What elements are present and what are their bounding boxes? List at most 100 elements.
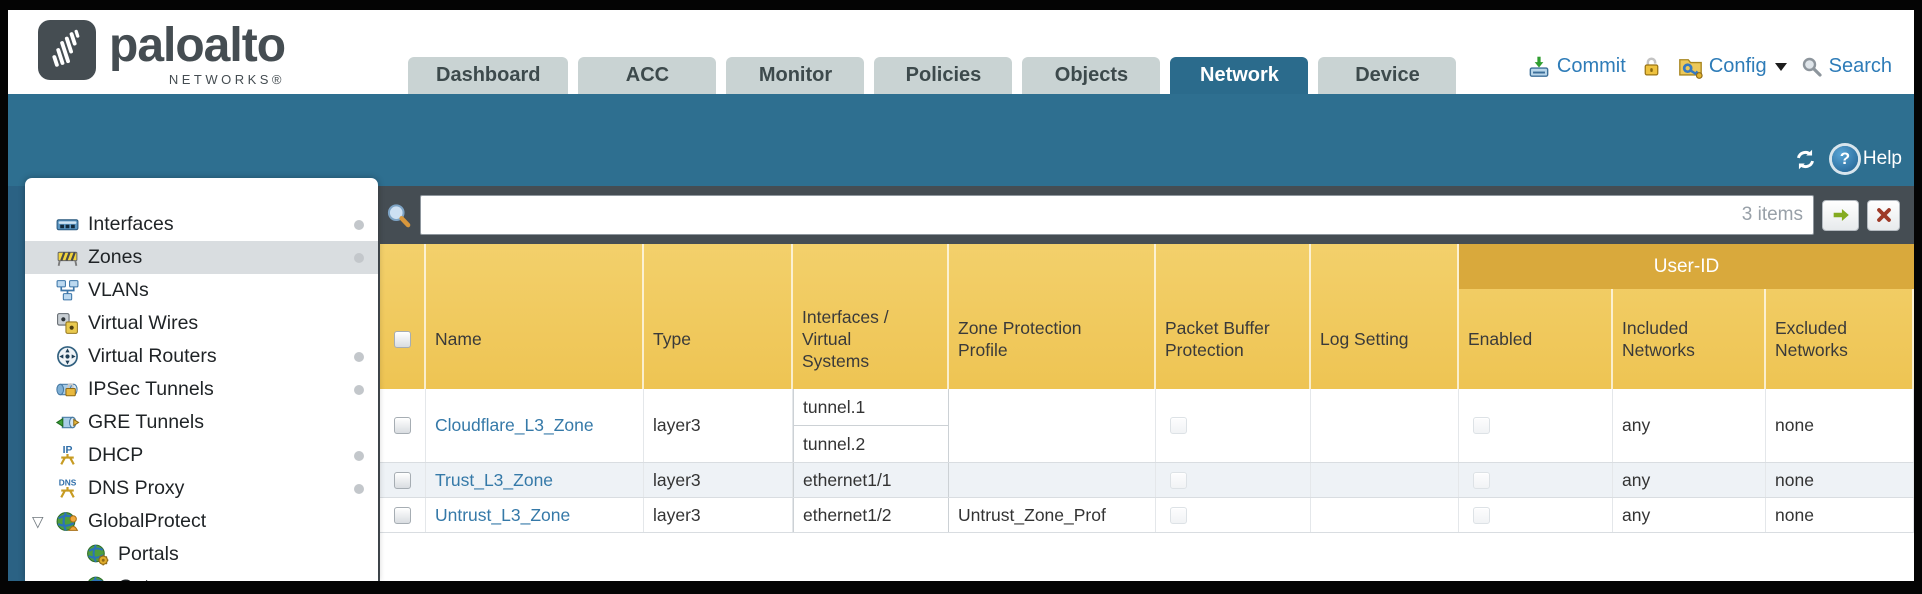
row-checkbox[interactable]	[394, 417, 411, 434]
sidebar-item-gateways[interactable]: Gateways	[25, 571, 378, 581]
help-button[interactable]: ? Help	[1831, 146, 1902, 172]
enabled-cell	[1459, 463, 1613, 497]
sidebar-item-label: Gateways	[118, 576, 205, 581]
enabled-checkbox[interactable]	[1473, 471, 1490, 489]
commit-button[interactable]: Commit	[1526, 54, 1626, 80]
lock-icon[interactable]	[1639, 54, 1664, 79]
paloalto-logo: paloalto NETWORKS®	[38, 20, 286, 87]
sidebar-item-label: IPSec Tunnels	[88, 378, 214, 400]
tab-dashboard[interactable]: Dashboard	[408, 57, 569, 94]
expand-triangle-icon[interactable]: ▽	[32, 512, 44, 530]
tab-device[interactable]: Device	[1318, 57, 1457, 94]
brand-subtitle: NETWORKS®	[168, 72, 286, 87]
enabled-cell	[1459, 498, 1613, 532]
included-networks-cell: any	[1613, 389, 1766, 462]
packet-buffer-protection-checkbox[interactable]	[1170, 471, 1187, 489]
enabled-checkbox[interactable]	[1473, 506, 1490, 524]
help-question-glyph: ?	[1839, 149, 1851, 168]
filter-input-wrap: 3 items	[420, 195, 1814, 235]
zone-type-cell: layer3	[644, 498, 793, 532]
vlans-icon	[55, 278, 80, 303]
row-checkbox[interactable]	[394, 471, 411, 489]
select-all-checkbox[interactable]	[393, 330, 411, 348]
commit-label: Commit	[1556, 55, 1626, 77]
interfaces-icon	[55, 212, 80, 237]
column-header-interfaces-virtual-systems[interactable]: Interfaces / Virtual Systems	[793, 244, 949, 389]
search-button[interactable]: Search	[1800, 55, 1892, 79]
status-dot	[354, 252, 364, 263]
sidebar-item-label: GlobalProtect	[88, 510, 207, 532]
column-header-packet-buffer-protection[interactable]: Packet Buffer Protection	[1156, 244, 1311, 389]
column-header-zone-protection-profile[interactable]: Zone Protection Profile	[949, 244, 1156, 389]
interfaces-cell: ethernet1/2	[793, 498, 949, 532]
enabled-cell	[1459, 389, 1613, 462]
included-networks-cell: any	[1613, 463, 1766, 497]
sidebar-item-zones[interactable]: Zones	[25, 241, 378, 274]
zone-name-cell: Untrust_L3_Zone	[426, 498, 644, 532]
tab-network[interactable]: Network	[1170, 57, 1309, 94]
filter-input[interactable]	[420, 195, 1814, 235]
interfaces-cell: ethernet1/1	[793, 463, 949, 497]
tab-acc[interactable]: ACC	[578, 57, 717, 94]
excluded-networks-cell: none	[1766, 498, 1914, 532]
zones-icon	[55, 245, 80, 270]
sidebar-item-gre-tunnels[interactable]: GRE Tunnels	[25, 406, 378, 439]
packet-buffer-protection-cell	[1156, 463, 1311, 497]
tab-objects[interactable]: Objects	[1022, 57, 1161, 94]
search-icon	[1802, 57, 1822, 77]
tab-policies[interactable]: Policies	[874, 57, 1013, 94]
clear-filter-button[interactable]	[1867, 199, 1900, 231]
interface-entry: ethernet1/1	[803, 469, 892, 490]
column-header-type[interactable]: Type	[644, 244, 793, 389]
sidebar-item-portals[interactable]: Portals	[25, 538, 378, 571]
sidebar-item-label: DHCP	[88, 444, 144, 466]
status-dot	[354, 483, 364, 494]
sidebar-item-interfaces[interactable]: Interfaces	[25, 208, 378, 241]
column-header-excluded-networks[interactable]: Excluded Networks	[1766, 244, 1914, 389]
sidebar-item-label: Interfaces	[88, 213, 174, 235]
zone-name-cell: Cloudflare_L3_Zone	[426, 389, 644, 462]
column-header-log-setting[interactable]: Log Setting	[1311, 244, 1459, 389]
sidebar-item-ipsec-tunnels[interactable]: IPSec Tunnels	[25, 373, 378, 406]
column-header-enabled[interactable]: Enabled	[1459, 244, 1613, 389]
row-checkbox[interactable]	[394, 506, 411, 524]
zone-protection-profile-cell	[949, 463, 1156, 497]
refresh-icon[interactable]	[1793, 147, 1818, 172]
status-dot	[354, 450, 364, 461]
sidebar-item-globalprotect[interactable]: ▽ GlobalProtect	[25, 505, 378, 538]
column-header-included-networks[interactable]: Included Networks	[1613, 244, 1766, 389]
column-header-name[interactable]: Name	[426, 244, 644, 389]
zone-protection-profile-cell: Untrust_Zone_Prof	[949, 498, 1156, 532]
zone-name-link[interactable]: Untrust_L3_Zone	[435, 504, 571, 525]
left-edge-strip	[8, 186, 25, 581]
packet-buffer-protection-checkbox[interactable]	[1170, 417, 1187, 434]
search-label: Search	[1828, 55, 1892, 77]
packet-buffer-protection-checkbox[interactable]	[1170, 506, 1187, 524]
help-icon: ?	[1831, 146, 1858, 172]
status-dot	[354, 219, 364, 230]
sidebar-item-virtual-wires[interactable]: Virtual Wires	[25, 307, 378, 340]
zone-name-link[interactable]: Cloudflare_L3_Zone	[435, 415, 594, 435]
apply-filter-button[interactable]	[1822, 199, 1859, 231]
gateways-icon	[85, 575, 110, 581]
zone-name-link[interactable]: Trust_L3_Zone	[435, 469, 554, 490]
config-menu-button[interactable]: Config	[1677, 53, 1787, 80]
red-x-icon	[1876, 208, 1891, 222]
row-checkbox-cell	[380, 463, 426, 497]
sidebar-item-label: GRE Tunnels	[88, 411, 204, 433]
ipsec-tunnels-icon	[55, 377, 80, 402]
virtual-routers-icon	[55, 344, 80, 369]
sidebar-item-virtual-routers[interactable]: Virtual Routers	[25, 340, 378, 373]
tab-monitor[interactable]: Monitor	[726, 57, 865, 94]
config-label: Config	[1708, 55, 1767, 77]
enabled-checkbox[interactable]	[1473, 417, 1490, 434]
sidebar-item-vlans[interactable]: VLANs	[25, 274, 378, 307]
